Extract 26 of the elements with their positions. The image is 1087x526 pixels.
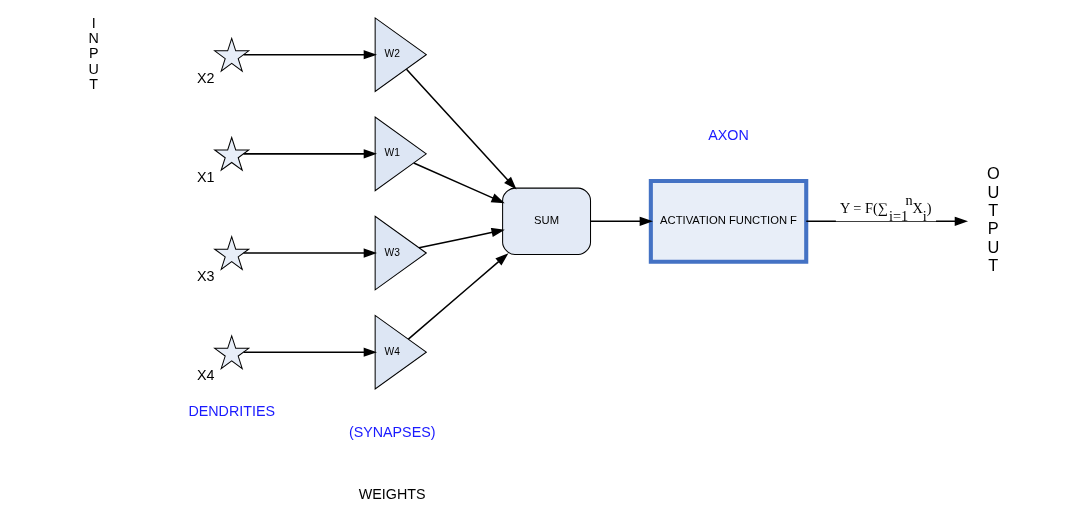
label: INPUT [88,14,99,93]
label: WEIGHTS [358,486,426,503]
arrow [805,216,969,226]
arrow [413,162,505,204]
arrow [407,253,509,340]
node-text: OUTPUT [986,164,1000,275]
arrow [242,248,377,258]
label: (SYNAPSES) [348,423,436,440]
arrow [589,216,653,226]
node-star [213,135,251,172]
arrow [242,50,377,60]
node-box: SUM [502,187,592,256]
arrow [242,347,377,357]
node-star [213,334,251,370]
node-star [213,235,251,271]
label: DENDRITIES [188,403,275,420]
arrow [418,227,505,249]
label: AXON [708,127,749,144]
arrow [242,149,377,159]
node-box: ACTIVATION FUNCTION F [648,178,809,264]
node-star [213,36,251,73]
node-label: X3 [197,267,215,284]
node-label: X4 [197,367,215,383]
node-label: X2 [197,69,215,86]
arrow [405,68,517,190]
node-label: X1 [197,168,215,185]
